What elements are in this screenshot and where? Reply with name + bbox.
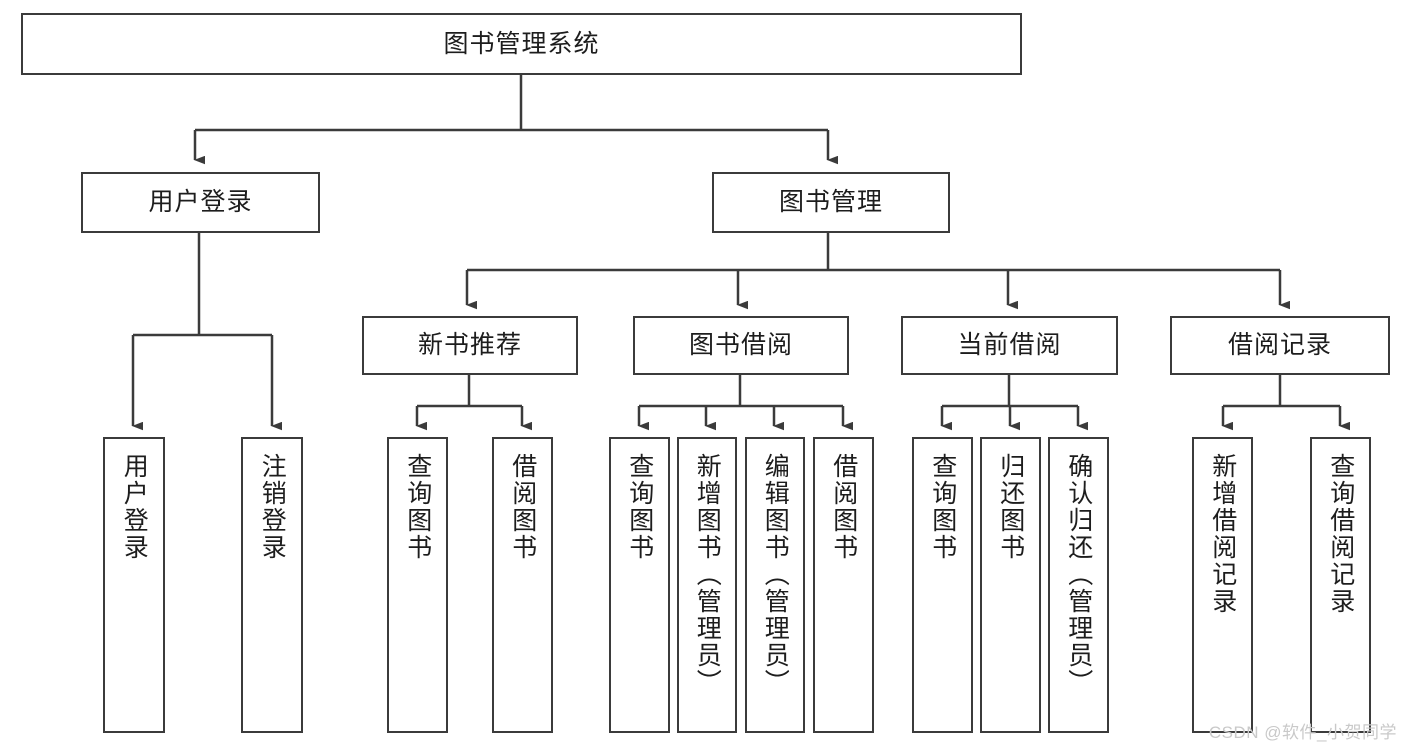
node-new-book-recommend-label: 新书推荐 [417,331,522,359]
leaf-borrow-book-2-label: 借阅图书 [829,453,858,561]
leaf-query-book-2[interactable]: 查询图书 [609,437,670,733]
node-current-borrow-label: 当前借阅 [957,331,1062,359]
edge-current-borrow-to-leaves [940,375,1088,431]
leaf-add-book[interactable]: 新增图书（管理员） [677,437,737,733]
leaf-query-book-3-label: 查询图书 [928,453,957,561]
leaf-query-record[interactable]: 查询借阅记录 [1310,437,1371,733]
leaf-query-book-1[interactable]: 查询图书 [387,437,448,733]
leaf-edit-book-label: 编辑图书（管理员） [761,453,790,696]
edge-user-login-to-leaves [131,233,282,431]
node-current-borrow[interactable]: 当前借阅 [901,316,1118,375]
node-book-borrow[interactable]: 图书借阅 [633,316,849,375]
leaf-borrow-book-2[interactable]: 借阅图书 [813,437,874,733]
edge-book-management-to-level3 [465,233,1290,310]
node-borrow-record-label: 借阅记录 [1227,331,1332,359]
leaf-borrow-book-1[interactable]: 借阅图书 [492,437,553,733]
node-user-login-label: 用户登录 [148,188,253,216]
csdn-watermark: CSDN @软件_小贺同学 [1208,723,1397,742]
node-book-management-label: 图书管理 [778,188,883,216]
leaf-confirm-return-label: 确认归还（管理员） [1064,453,1093,696]
leaf-query-book-1-label: 查询图书 [403,453,432,561]
node-new-book-recommend[interactable]: 新书推荐 [362,316,578,375]
leaf-user-login[interactable]: 用户登录 [103,437,165,733]
edge-book-borrow-to-leaves [637,375,853,431]
leaf-query-book-2-label: 查询图书 [625,453,654,561]
node-root-label: 图书管理系统 [443,29,600,58]
leaf-add-record[interactable]: 新增借阅记录 [1192,437,1253,733]
leaf-edit-book[interactable]: 编辑图书（管理员） [745,437,805,733]
node-borrow-record[interactable]: 借阅记录 [1170,316,1390,375]
node-book-borrow-label: 图书借阅 [688,331,793,359]
edge-new-book-recommend-to-leaves [415,375,532,431]
node-root[interactable]: 图书管理系统 [21,13,1022,75]
leaf-logout-login[interactable]: 注销登录 [241,437,303,733]
leaf-return-book-label: 归还图书 [996,453,1025,561]
leaf-logout-login-label: 注销登录 [258,453,287,561]
leaf-query-book-3[interactable]: 查询图书 [912,437,973,733]
leaf-confirm-return[interactable]: 确认归还（管理员） [1048,437,1109,733]
edge-root-to-level2 [193,75,838,165]
leaf-add-book-label: 新增图书（管理员） [693,453,722,696]
leaf-add-record-label: 新增借阅记录 [1208,453,1237,615]
node-user-login[interactable]: 用户登录 [81,172,320,233]
leaf-user-login-label: 用户登录 [120,453,149,561]
leaf-query-record-label: 查询借阅记录 [1326,453,1355,615]
node-book-management[interactable]: 图书管理 [712,172,950,233]
leaf-borrow-book-1-label: 借阅图书 [508,453,537,561]
leaf-return-book[interactable]: 归还图书 [980,437,1041,733]
edge-borrow-record-to-leaves [1221,375,1350,431]
